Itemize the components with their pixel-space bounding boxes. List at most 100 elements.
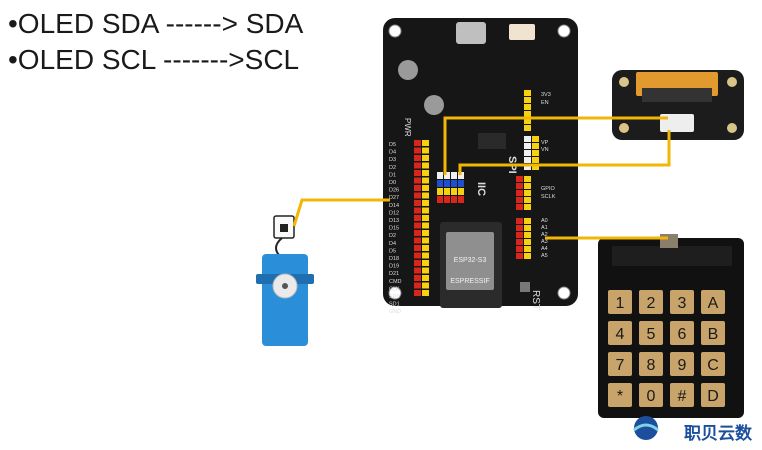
servo-motor <box>256 215 314 346</box>
right-pin-label: A1 <box>541 225 548 231</box>
right-pin-label: A0 <box>541 218 548 224</box>
header-pin <box>422 147 429 154</box>
header-pin <box>422 177 429 184</box>
right-pin-label: SCLK <box>541 194 556 200</box>
header-pin <box>422 237 429 244</box>
header-pin <box>422 200 429 206</box>
iic-header <box>437 172 464 203</box>
oled-connector <box>660 114 694 132</box>
mount-hole <box>619 123 629 133</box>
brand-text: 职贝云数 <box>684 424 752 444</box>
keypad-key <box>701 290 725 314</box>
header-pin <box>414 162 421 169</box>
header-pin <box>524 125 531 131</box>
header-pin <box>451 180 457 187</box>
header-pin <box>516 183 523 189</box>
header-pin <box>524 143 531 149</box>
brand-logo-icon <box>634 416 658 440</box>
header-pin <box>524 164 531 170</box>
keypad-driver-strip <box>612 246 732 266</box>
header-pin <box>414 252 421 259</box>
right-pin-label: A4 <box>541 246 548 252</box>
left-pin-label: D1 <box>389 172 396 178</box>
header-pin <box>414 237 421 244</box>
oled-scl-wire <box>458 130 671 175</box>
header-pin <box>524 253 531 259</box>
header-pin <box>516 190 523 196</box>
header-pin <box>524 157 531 163</box>
left-pin-label: CLK <box>389 286 400 292</box>
keypad-key-label: 3 <box>678 295 687 312</box>
servo-horn-screw <box>282 283 288 289</box>
header-pin <box>524 246 531 252</box>
header-pin <box>422 192 429 199</box>
oled-panel <box>642 88 712 102</box>
right-pin-label: GPIO <box>541 186 555 192</box>
header-pin <box>458 180 464 187</box>
left-pin-label: D18 <box>389 256 399 262</box>
right-pin-label: A5 <box>541 253 548 259</box>
keypad-key-label: C <box>707 357 719 374</box>
note-scl: •OLED SCL ------->SCL <box>8 44 300 75</box>
header-pin <box>414 267 421 274</box>
left-pin-label: D4 <box>389 150 396 156</box>
mount-hole <box>727 77 737 87</box>
right-pin-label: A3 <box>541 239 548 245</box>
header-pin <box>437 196 443 203</box>
header-pin <box>524 190 531 196</box>
header-pin <box>532 150 539 156</box>
header-pin <box>422 207 429 214</box>
header-pin <box>524 183 531 189</box>
header-pin <box>414 245 421 251</box>
header-pin <box>414 260 421 266</box>
header-pin <box>532 164 539 170</box>
header-pin <box>516 253 523 259</box>
left-pin-label: CMD <box>389 279 402 285</box>
header-pin <box>414 222 421 229</box>
mount-hole <box>619 77 629 87</box>
header-pin <box>422 230 429 236</box>
iic-label: IIC <box>475 182 487 196</box>
left-pin-label: D27 <box>389 195 399 201</box>
header-pin <box>516 204 523 210</box>
left-pin-label: D13 <box>389 218 399 224</box>
keypad-key <box>701 352 725 376</box>
header-pin <box>422 140 429 146</box>
keypad-key-label: 5 <box>647 326 656 343</box>
header-pin <box>414 275 421 281</box>
keypad-key-label: 2 <box>647 295 656 312</box>
connection-notes: •OLED SDA ------> SDA •OLED SCL ------->… <box>8 6 303 78</box>
mount-hole <box>388 286 402 300</box>
keypad-key-label: 6 <box>678 326 687 343</box>
usb-c-port <box>456 22 486 44</box>
keypad-key <box>608 290 632 314</box>
keypad-key-label: 0 <box>647 388 656 405</box>
left-pin-label: SD1 <box>389 302 400 308</box>
left-pin-label: D15 <box>389 226 399 232</box>
header-pin <box>451 196 457 203</box>
pwr-label: PWR <box>403 118 412 137</box>
keypad-key-label: 4 <box>616 326 625 343</box>
rst-label: RST <box>530 290 541 310</box>
right-bottom-header <box>516 218 531 259</box>
left-pin-label: D4 <box>389 241 396 247</box>
right-top-header <box>524 90 531 131</box>
right-pin-label: 3V3 <box>541 92 551 98</box>
header-pin <box>516 232 523 238</box>
header-pin <box>532 143 539 149</box>
left-pin-label: D5 <box>389 248 396 254</box>
right-pin-label: VP <box>541 140 549 146</box>
keypad-key <box>701 383 725 407</box>
header-pin <box>422 282 429 289</box>
header-pin <box>422 267 429 274</box>
header-pin <box>422 252 429 259</box>
header-pin <box>444 188 450 195</box>
keypad-key-label: # <box>678 388 687 405</box>
right-pin-label: A2 <box>541 232 548 238</box>
brand-logo <box>633 416 659 440</box>
header-pin <box>524 90 531 96</box>
left-header-labels: D5D4D3D2D1D0D26D27D14D12D13D15D2D4D5D18D… <box>389 142 402 315</box>
header-pin <box>458 196 464 203</box>
header-pin <box>437 188 443 195</box>
